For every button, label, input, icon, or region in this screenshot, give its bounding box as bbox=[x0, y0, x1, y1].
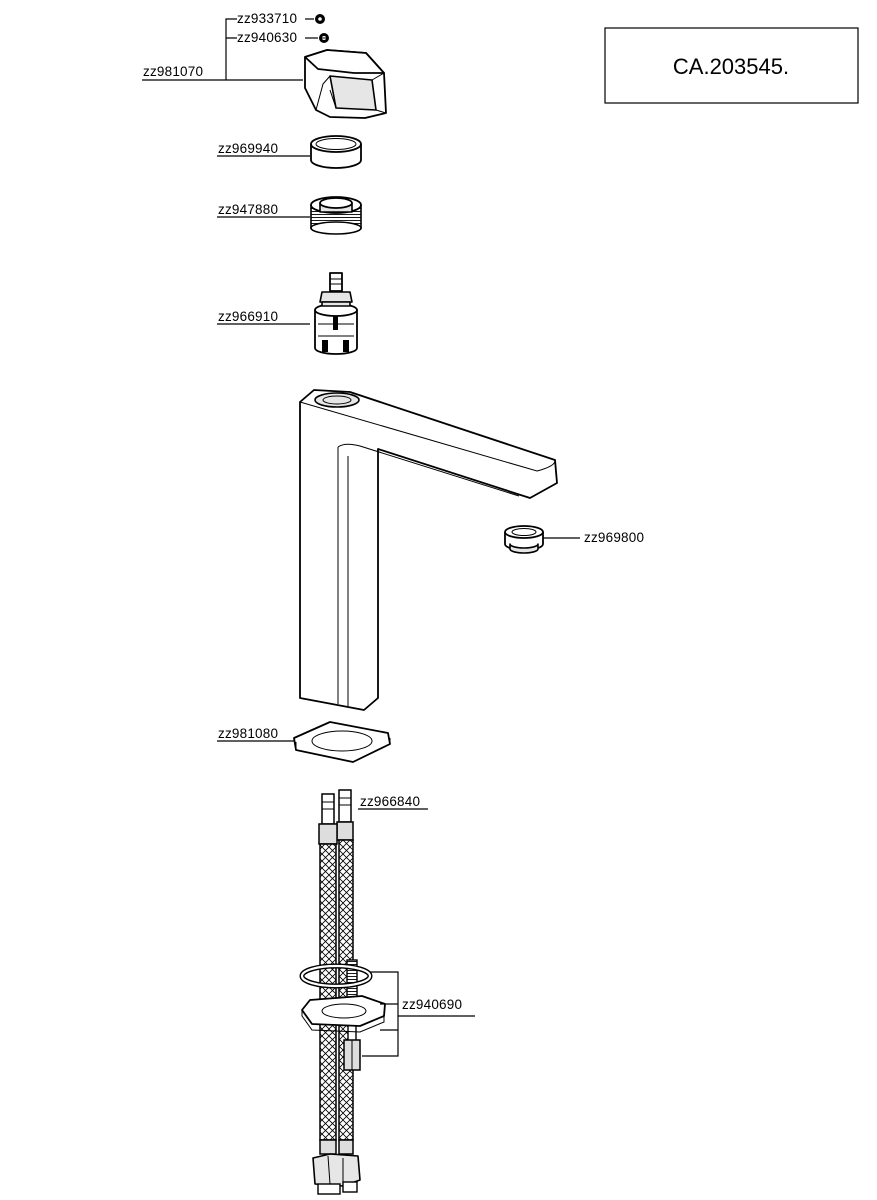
part-zz947880: zz947880 bbox=[217, 196, 362, 235]
part-zz981070: zz981070 bbox=[142, 18, 387, 119]
part-zz969800: zz969800 bbox=[504, 525, 644, 554]
threaded-nut-icon bbox=[310, 196, 362, 235]
part-zz966910: zz966910 bbox=[217, 272, 358, 355]
label-zz981070: zz981070 bbox=[143, 64, 203, 79]
part-zz940630: zz940630 bbox=[237, 30, 329, 45]
part-zz969940: zz969940 bbox=[217, 135, 362, 169]
part-zz940690: zz940690 bbox=[299, 959, 475, 1071]
part-zz933710: zz933710 bbox=[237, 11, 325, 26]
label-zz940630: zz940630 bbox=[237, 30, 297, 45]
label-zz947880: zz947880 bbox=[218, 202, 278, 217]
cover-ring-icon bbox=[310, 135, 362, 169]
grub-screw-icon bbox=[319, 33, 329, 43]
part-zz966840: zz966840 bbox=[312, 789, 428, 1195]
handle-lever-icon bbox=[304, 49, 387, 119]
base-gasket-icon bbox=[293, 721, 391, 763]
label-zz981080: zz981080 bbox=[218, 726, 278, 741]
label-zz940690: zz940690 bbox=[402, 997, 462, 1012]
fixing-set-icon bbox=[299, 959, 386, 1071]
label-zz969940: zz969940 bbox=[218, 141, 278, 156]
label-zz966840: zz966840 bbox=[360, 794, 420, 809]
faucet-body-icon bbox=[299, 389, 558, 711]
reference-box: CA.203545. bbox=[604, 27, 859, 104]
aerator-icon bbox=[504, 525, 544, 554]
part-zz981080: zz981080 bbox=[217, 721, 391, 763]
label-zz969800: zz969800 bbox=[584, 530, 644, 545]
label-zz966910: zz966910 bbox=[218, 309, 278, 324]
reference-number: CA.203545. bbox=[673, 54, 789, 79]
label-zz933710: zz933710 bbox=[237, 11, 297, 26]
flexible-hoses-icon bbox=[312, 789, 361, 1195]
screw-icon bbox=[315, 14, 325, 24]
cartridge-icon bbox=[314, 272, 358, 355]
